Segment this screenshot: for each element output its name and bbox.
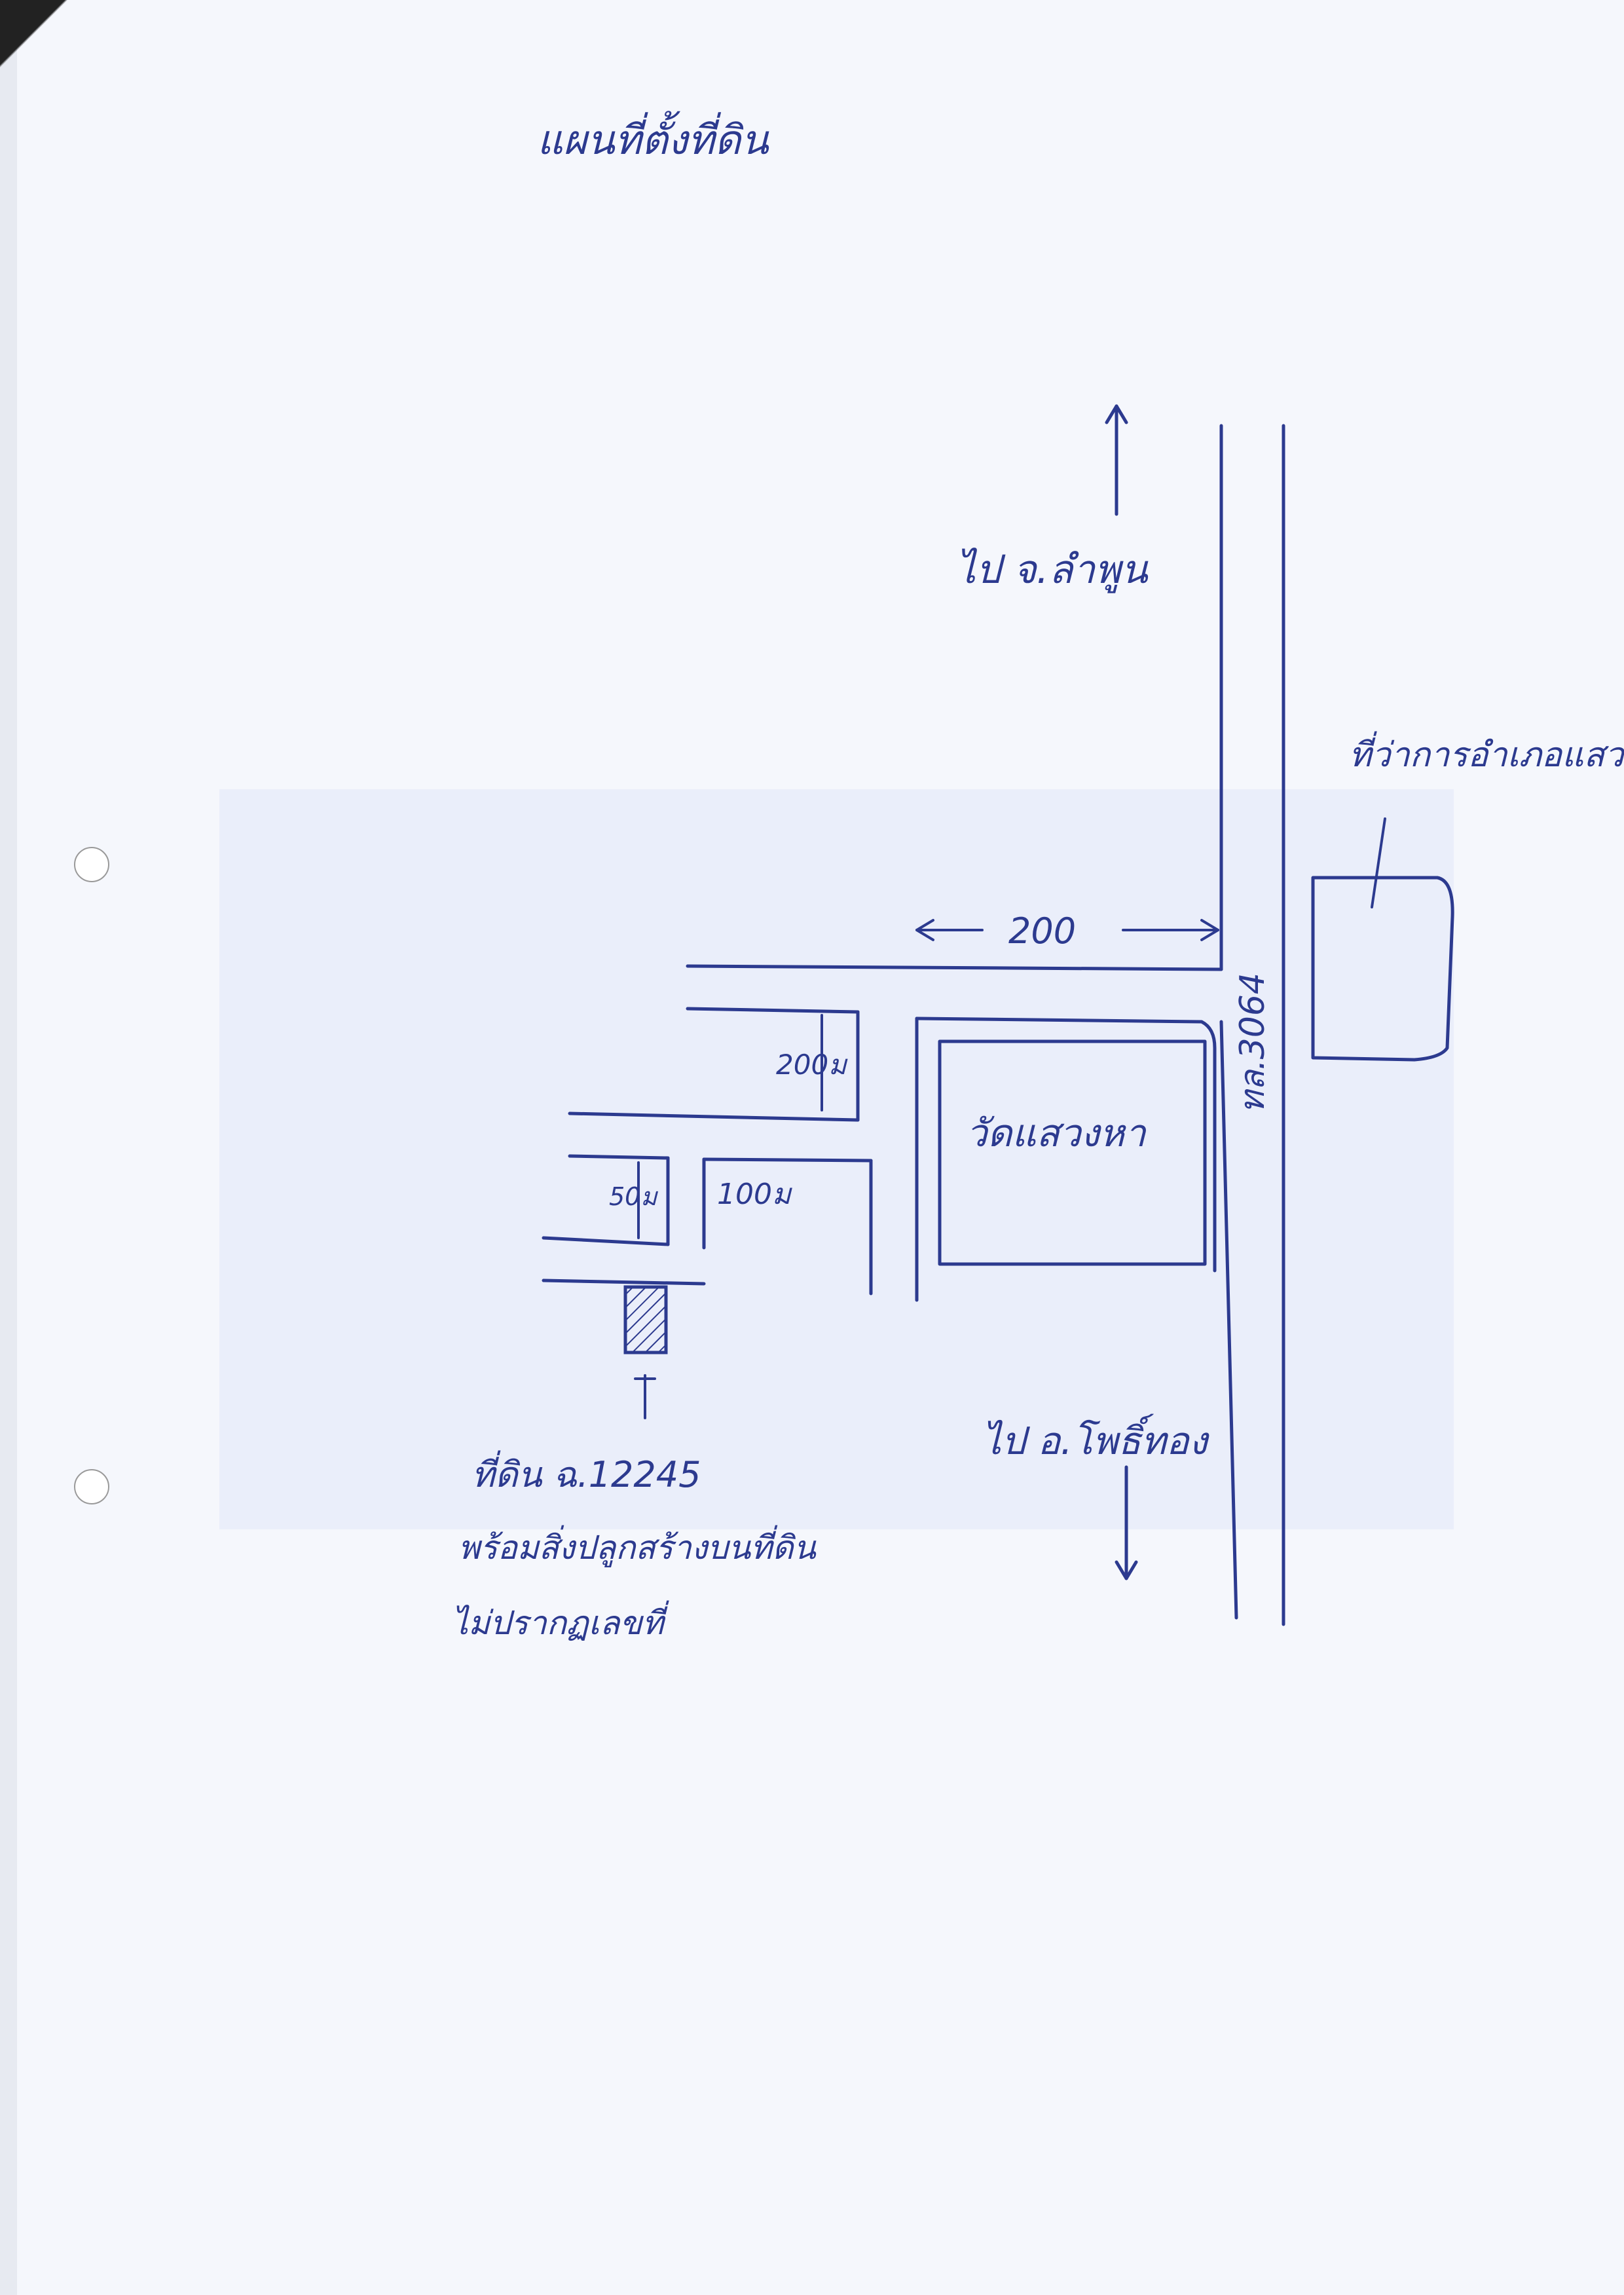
distance-small: 50ม (609, 1182, 658, 1211)
side-road-line (702, 1157, 873, 1163)
parcel-label: ที่ดิน ฉ.12245 (471, 1450, 701, 1495)
arrow-icon (915, 919, 934, 941)
road-line (1219, 1020, 1238, 1620)
side-road-line (568, 1154, 670, 1160)
arrow-icon (1105, 404, 1128, 424)
hatched-parcel-icon (623, 1285, 668, 1354)
distance-left-vertical: 200ม (776, 1049, 848, 1081)
district-office-building (1311, 876, 1454, 1062)
arrow-icon (1371, 817, 1386, 908)
temple-label: วัดแสวงหา (966, 1111, 1147, 1155)
punch-hole (74, 1469, 109, 1504)
district-office-label: ที่ว่าการอำเภอแสวงหา (1349, 731, 1624, 775)
temple-road-outline (915, 1017, 1217, 1273)
sheet-edge (0, 0, 17, 2295)
direction-north: ไป จ.ลำพูน (956, 547, 1149, 593)
arrow-icon (1200, 919, 1219, 941)
punch-hole (74, 847, 109, 882)
binder-corner (0, 0, 98, 196)
side-road-line (568, 1111, 860, 1122)
direction-south: ไป อ.โพธิ์ทอง (982, 1413, 1210, 1463)
side-road-line (686, 1007, 860, 1014)
temple-block (938, 1039, 1207, 1266)
highway-label: ทล.3064 (1233, 973, 1272, 1113)
side-road-line (542, 1278, 706, 1286)
parcel-note-1: พร้อมสิ่งปลูกสร้างบนที่ดิน (458, 1525, 817, 1568)
parcel-note-2: ไม่ปรากฏเลขที่ (452, 1600, 669, 1642)
side-road-line (686, 964, 1223, 971)
distance-top: 200 (1008, 910, 1076, 952)
distance-middle: 100ม (717, 1178, 792, 1211)
side-road-line (542, 1236, 670, 1246)
map-title: แผนที่ตั้งที่ดิน (537, 111, 769, 164)
arrow-icon (1115, 1560, 1138, 1580)
